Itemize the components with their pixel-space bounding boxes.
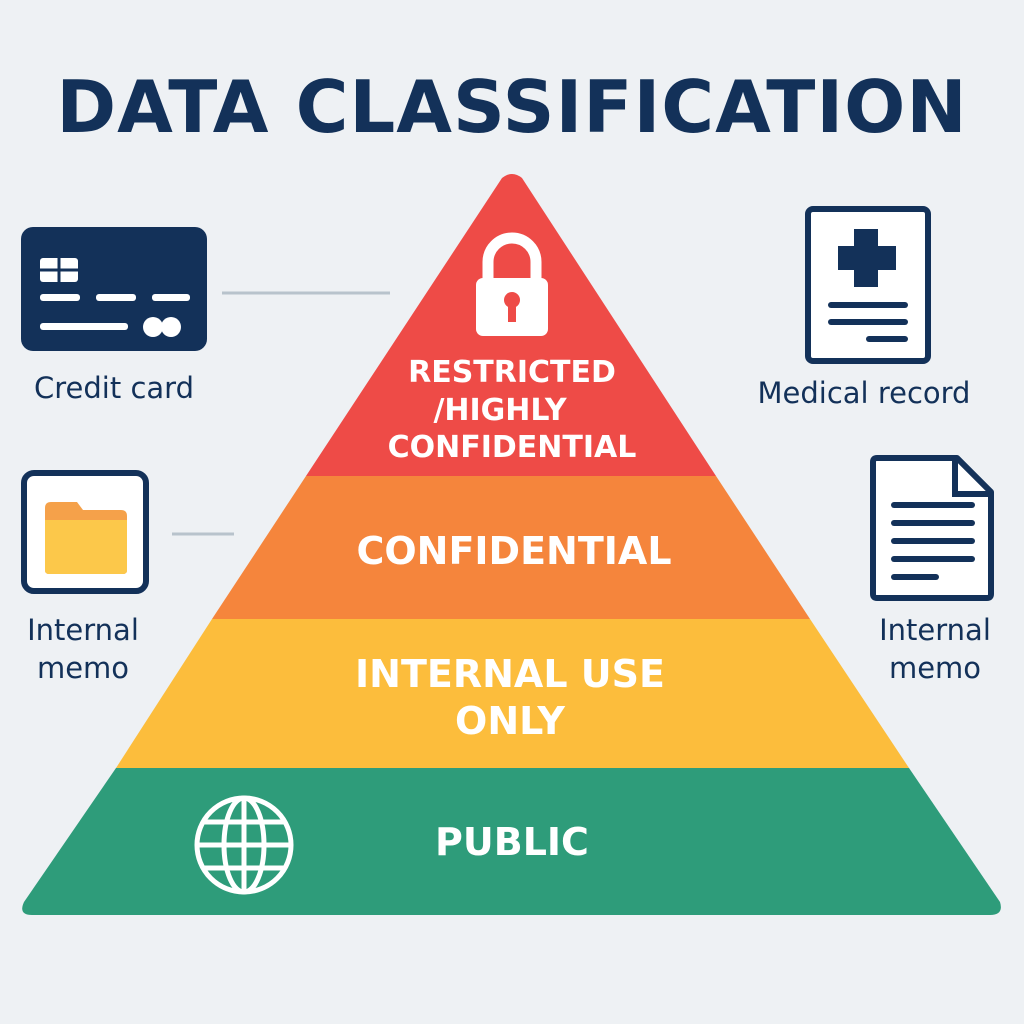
tier-confidential <box>212 476 810 619</box>
tier-restricted-label-line3: CONFIDENTIAL <box>388 430 637 465</box>
document-icon <box>870 455 994 601</box>
internal-memo-left-label: Internal memo <box>8 611 158 687</box>
medical-record-icon <box>805 206 931 364</box>
tier-restricted-label-line1: RESTRICTED <box>408 355 616 390</box>
internal-memo-left-line1: Internal <box>27 613 139 647</box>
globe-icon <box>194 795 294 895</box>
tier-restricted-label-line2: /HIGHLY <box>433 393 567 428</box>
tier-public-label: PUBLIC <box>435 820 589 864</box>
credit-card-icon <box>21 227 207 351</box>
folder-icon <box>21 470 149 594</box>
lock-icon <box>476 232 548 336</box>
tier-internal-use-label-line2: ONLY <box>455 699 565 743</box>
tier-internal-use <box>116 619 909 768</box>
credit-card-label: Credit card <box>34 371 194 405</box>
tier-internal-use-label-line1: INTERNAL USE <box>355 652 665 696</box>
medical-record-label: Medical record <box>757 376 971 410</box>
internal-memo-right-line2: memo <box>888 651 982 685</box>
page-title: DATA CLASSIFICATION <box>56 65 968 149</box>
internal-memo-left-line2: memo <box>36 651 130 685</box>
tier-confidential-label: CONFIDENTIAL <box>356 529 671 573</box>
internal-memo-right-line1: Internal <box>879 613 991 647</box>
internal-memo-right-label: Internal memo <box>860 611 1010 687</box>
